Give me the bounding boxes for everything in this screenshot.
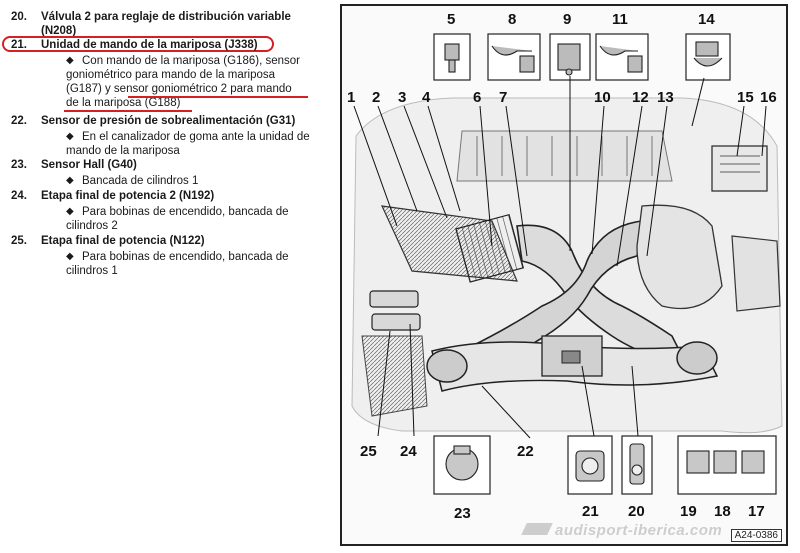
figure-code: A24-0386 (730, 529, 782, 542)
watermark: audisport-iberica.com (555, 522, 723, 539)
callout-10: 10 (594, 89, 611, 106)
callout-4: 4 (422, 89, 431, 106)
callout-13: 13 (657, 89, 674, 106)
diamond-bullet-icon: ◆ (66, 175, 74, 186)
legend-title: Etapa final de potencia 2 (N192) (41, 190, 215, 202)
sub-line: Con mando de la mariposa (G186), sensor (82, 55, 300, 67)
callout-19: 19 (680, 503, 697, 520)
sub-line: Para bobinas de encendido, bancada de (82, 251, 289, 263)
callout-22: 22 (517, 443, 534, 460)
legend-title: Etapa final de potencia (N122) (41, 235, 205, 247)
legend-number: 23. (11, 159, 27, 171)
callout-15: 15 (737, 89, 754, 106)
diamond-bullet-icon: ◆ (66, 131, 74, 142)
callout-6: 6 (473, 89, 482, 106)
diamond-bullet-icon: ◆ (66, 206, 74, 217)
legend-number: 20. (11, 11, 27, 23)
sub-line: Para bobinas de encendido, bancada de (82, 206, 289, 218)
callout-21: 21 (582, 503, 599, 520)
legend-number: 22. (11, 115, 27, 127)
callout-16: 16 (760, 89, 777, 106)
callout-17: 17 (748, 503, 765, 520)
sub-line: En el canalizador de goma ante la unidad… (82, 131, 310, 143)
diamond-bullet-icon: ◆ (66, 251, 74, 262)
callout-7: 7 (499, 89, 508, 106)
sub-line: cilindros 1 (66, 265, 118, 277)
callout-24: 24 (400, 443, 417, 460)
callout-12: 12 (632, 89, 649, 106)
highlight-underline (64, 110, 192, 112)
callout-11: 11 (612, 11, 628, 28)
legend-title: Sensor Hall (G40) (41, 159, 137, 171)
callout-3: 3 (398, 89, 407, 106)
sub-line: goniométrico para mando de la mariposa (66, 69, 276, 81)
highlight-underline (128, 96, 308, 98)
callout-25: 25 (360, 443, 377, 460)
legend-number: 21. (11, 39, 27, 51)
legend-title: Sensor de presión de sobrealimentación (… (41, 115, 296, 127)
highlight-oval (2, 36, 274, 52)
legend-number: 25. (11, 235, 27, 247)
callout-23: 23 (454, 505, 471, 522)
legend-title: Válvula 2 para reglaje de distribución v… (41, 11, 291, 23)
engine-drawing (351, 33, 783, 495)
legend-number: 24. (11, 190, 27, 202)
sub-line: cilindros 2 (66, 220, 118, 232)
callout-2: 2 (372, 89, 381, 106)
watermark-logo-icon (521, 523, 553, 535)
callout-8: 8 (508, 11, 517, 28)
legend-title: Unidad de mando de la mariposa (J338) (41, 39, 258, 51)
sub-line: (G187) y sensor goniométrico 2 para mand… (66, 83, 292, 95)
callout-14: 14 (698, 11, 715, 28)
engine-diagram: 1 2 3 4 5 6 7 8 9 10 11 12 13 14 15 16 1… (340, 4, 788, 546)
callout-9: 9 (563, 11, 572, 28)
sub-line: Bancada de cilindros 1 (82, 175, 199, 187)
sub-line: mando de la mariposa (66, 145, 180, 157)
diamond-bullet-icon: ◆ (66, 55, 74, 66)
sub-line: de la mariposa (G188) (66, 97, 181, 109)
callout-5: 5 (447, 11, 456, 28)
callout-18: 18 (714, 503, 731, 520)
legend-list: 20. Válvula 2 para reglaje de distribuci… (0, 0, 325, 553)
callout-1: 1 (347, 89, 356, 106)
legend-title-cont: (N208) (41, 25, 77, 37)
callout-20: 20 (628, 503, 645, 520)
